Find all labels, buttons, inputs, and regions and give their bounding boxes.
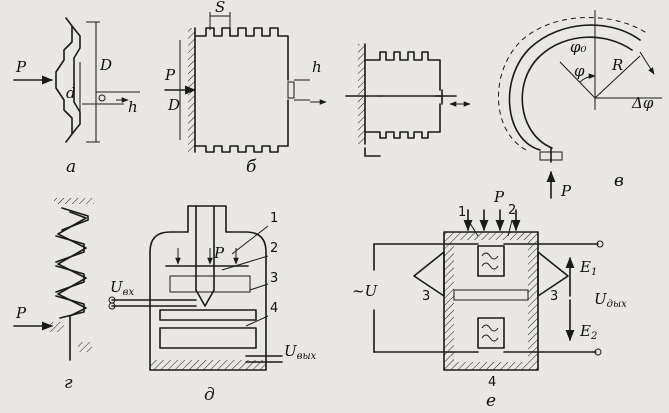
sensor-housing bbox=[149, 205, 267, 371]
callout-2: 2 bbox=[270, 241, 278, 256]
label-u-out: Uвых bbox=[284, 342, 317, 362]
callout-1: 1 bbox=[458, 205, 466, 220]
label-supply: ~U bbox=[352, 282, 379, 300]
label-thickness: h bbox=[128, 98, 138, 116]
callout-2: 2 bbox=[508, 203, 516, 218]
panel-d: 1 2 3 4 P Uвх Uвых д bbox=[108, 205, 317, 405]
bellows-top bbox=[194, 27, 289, 81]
label-force: P bbox=[164, 66, 176, 84]
label-force: P bbox=[493, 188, 505, 206]
caption-b: б bbox=[246, 157, 257, 177]
label-thickness: h bbox=[312, 58, 322, 76]
label-force: P bbox=[213, 244, 225, 262]
label-angle0: φ₀ bbox=[570, 38, 587, 56]
panel-g: P г bbox=[13, 198, 94, 393]
coil-lower bbox=[477, 317, 505, 349]
label-force: P bbox=[560, 182, 572, 200]
panel-bellows-housing bbox=[345, 43, 471, 157]
label-force: P bbox=[15, 304, 27, 322]
label-radius: R bbox=[611, 56, 623, 74]
helix-spring bbox=[57, 211, 87, 317]
bourdon-tube-outer bbox=[508, 24, 641, 151]
label-u-out: Uдых bbox=[594, 290, 627, 310]
membrane-profile bbox=[55, 17, 73, 143]
caption-e: е bbox=[486, 391, 496, 411]
membrane-profile-inner bbox=[71, 25, 81, 135]
panel-e: 1 2 3 3 4 P ~U E1 E2 Uдых е bbox=[352, 188, 627, 411]
callout-3-left: 3 bbox=[422, 289, 430, 304]
callout-4: 4 bbox=[488, 375, 496, 390]
label-u-in: Uвх bbox=[110, 278, 134, 298]
label-e2: E2 bbox=[579, 322, 597, 342]
label-pitch: S bbox=[215, 0, 225, 16]
bellows-bottom bbox=[194, 99, 289, 153]
callout-3-right: 3 bbox=[550, 289, 558, 304]
callout-3: 3 bbox=[270, 271, 278, 286]
label-outer-diameter: D bbox=[99, 56, 112, 74]
label-delta-angle: Δφ bbox=[631, 94, 654, 112]
label-force: P bbox=[15, 58, 27, 76]
label-diameter: D bbox=[167, 96, 180, 114]
callout-4: 4 bbox=[270, 301, 278, 316]
label-e1: E1 bbox=[579, 258, 597, 278]
panel-a: P d D h а bbox=[13, 17, 140, 177]
bourdon-tube-inner bbox=[521, 36, 633, 149]
caption-v: в bbox=[614, 171, 624, 191]
coil-upper bbox=[477, 245, 505, 277]
callout-1: 1 bbox=[270, 211, 278, 226]
sensor-frame bbox=[443, 231, 539, 371]
label-inner-diameter: d bbox=[66, 84, 76, 102]
label-angle: φ bbox=[574, 62, 585, 80]
caption-g: г bbox=[64, 373, 73, 393]
panel-b: P S D h б bbox=[164, 0, 327, 177]
caption-a: а bbox=[66, 157, 76, 177]
panel-v: P φ₀ φ R Δφ в bbox=[498, 10, 662, 200]
caption-d: д bbox=[204, 385, 215, 405]
